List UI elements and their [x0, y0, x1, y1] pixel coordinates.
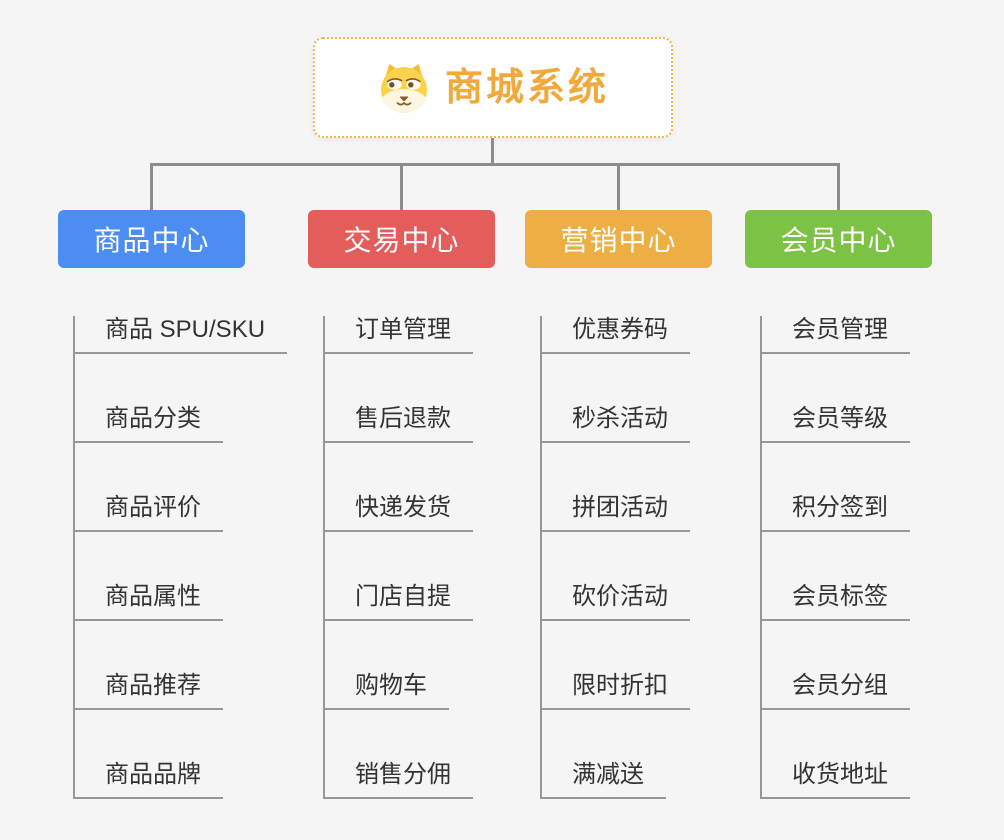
leaf-node[interactable]: 拼团活动 — [542, 494, 690, 532]
leaf-node[interactable]: 会员等级 — [762, 405, 910, 443]
leaf-node[interactable]: 门店自提 — [325, 583, 473, 621]
leaf-node[interactable]: 会员标签 — [762, 583, 910, 621]
category-node[interactable]: 会员中心 — [745, 210, 932, 268]
leaf-node[interactable]: 商品推荐 — [75, 672, 223, 710]
leaf-node[interactable]: 会员分组 — [762, 672, 910, 710]
leaf-node[interactable]: 优惠券码 — [542, 316, 690, 354]
leaf-list: 优惠券码秒杀活动拼团活动砍价活动限时折扣满减送 — [540, 316, 690, 799]
leaf-node[interactable]: 商品属性 — [75, 583, 223, 621]
leaf-node[interactable]: 快递发货 — [325, 494, 473, 532]
leaf-node[interactable]: 商品评价 — [75, 494, 223, 532]
leaf-node[interactable]: 限时折扣 — [542, 672, 690, 710]
leaf-node[interactable]: 砍价活动 — [542, 583, 690, 621]
leaf-node[interactable]: 收货地址 — [762, 761, 910, 799]
leaf-node[interactable]: 会员管理 — [762, 316, 910, 354]
category-node[interactable]: 营销中心 — [525, 210, 712, 268]
leaf-node[interactable]: 售后退款 — [325, 405, 473, 443]
leaf-node[interactable]: 商品分类 — [75, 405, 223, 443]
connector-root-stem — [491, 138, 494, 166]
branch-trade-center: 交易中心 订单管理售后退款快递发货门店自提购物车销售分佣 — [308, 210, 495, 799]
connector-horizontal-bar — [150, 163, 840, 166]
connector-drop-product — [150, 166, 153, 210]
leaf-list: 商品 SPU/SKU 商品分类商品评价商品属性商品推荐商品品牌 — [73, 316, 288, 799]
leaf-node[interactable]: 销售分佣 — [325, 761, 473, 799]
connector-drop-marketing — [617, 166, 620, 210]
category-node[interactable]: 交易中心 — [308, 210, 495, 268]
leaf-node[interactable]: 购物车 — [325, 672, 449, 710]
leaf-list: 订单管理售后退款快递发货门店自提购物车销售分佣 — [323, 316, 473, 799]
leaf-node[interactable]: 订单管理 — [325, 316, 473, 354]
leaf-node[interactable]: 秒杀活动 — [542, 405, 690, 443]
dog-face-icon — [380, 63, 427, 113]
leaf-node[interactable]: 商品品牌 — [75, 761, 223, 799]
branch-member-center: 会员中心 会员管理会员等级积分签到会员标签会员分组收货地址 — [745, 210, 932, 799]
connector-drop-member — [837, 166, 840, 210]
leaf-node[interactable]: 积分签到 — [762, 494, 910, 532]
leaf-node[interactable]: 商品 SPU/SKU — [75, 316, 288, 354]
root-title: 商城系统 — [444, 66, 609, 109]
branch-marketing-center: 营销中心 优惠券码秒杀活动拼团活动砍价活动限时折扣满减送 — [525, 210, 712, 799]
leaf-list: 会员管理会员等级积分签到会员标签会员分组收货地址 — [760, 316, 910, 799]
leaf-node[interactable]: 满减送 — [542, 761, 666, 799]
category-node[interactable]: 商品中心 — [58, 210, 245, 268]
root-node[interactable]: 商城系统 — [313, 37, 673, 138]
connector-drop-trade — [400, 166, 403, 210]
branch-product-center: 商品中心 商品 SPU/SKU 商品分类商品评价商品属性商品推荐商品品牌 — [58, 210, 288, 799]
